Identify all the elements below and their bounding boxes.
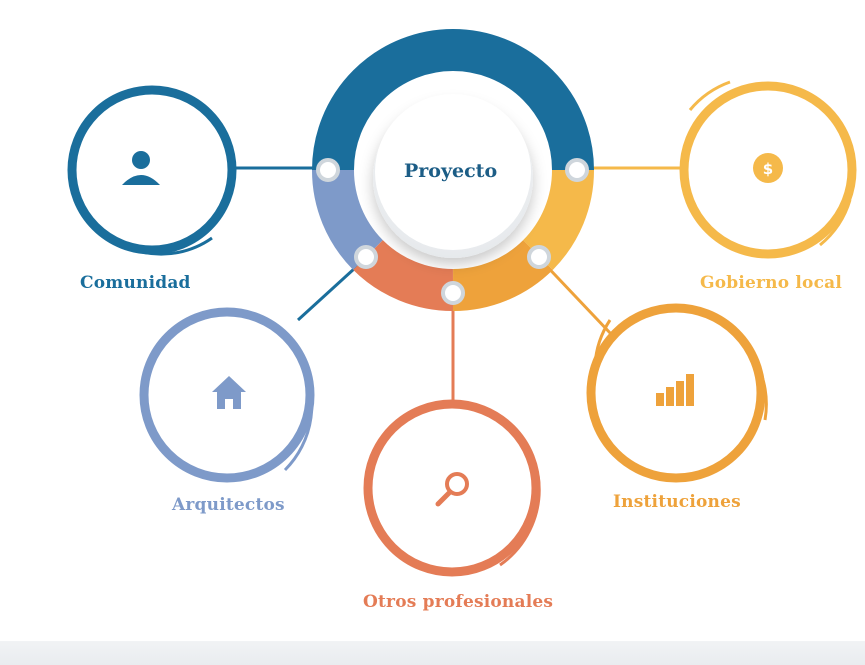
user-icon <box>122 151 160 185</box>
search-icon <box>435 472 469 507</box>
node-otros-arc <box>499 474 541 567</box>
ring-segment-bottom-right <box>452 239 553 312</box>
node-arquitectos <box>139 307 315 483</box>
node-otros-ring <box>363 399 541 577</box>
dot-arquitectos <box>354 245 378 269</box>
label-arquitectos: Arquitectos <box>172 495 285 515</box>
dot-comunidad <box>316 158 340 182</box>
ring-segment-top <box>312 29 594 171</box>
center-label: Proyecto <box>404 160 498 182</box>
ring-segment-left <box>311 169 384 270</box>
node-gobierno: $ <box>679 80 857 259</box>
node-comunidad-ring <box>67 85 237 255</box>
label-otros-profesionales: Otros profesionales <box>363 592 554 612</box>
node-instituciones <box>586 303 768 483</box>
node-comunidad <box>67 85 237 256</box>
node-arquitectos-arc <box>283 359 314 472</box>
ring-dots <box>316 158 589 305</box>
connector-arquitectos <box>296 256 368 322</box>
node-gobierno-arc-2 <box>819 199 852 247</box>
label-instituciones: Instituciones <box>613 492 741 512</box>
node-instituciones-arc <box>593 319 612 366</box>
node-gobierno-arc <box>688 80 731 111</box>
center-hub-face <box>375 94 531 250</box>
label-gobierno-local: Gobierno local <box>700 273 843 293</box>
bottom-band <box>0 641 865 665</box>
node-instituciones-arc-2 <box>753 359 768 421</box>
dollar-icon-glyph: $ <box>763 160 773 178</box>
ring-segment-bottom <box>353 239 454 312</box>
node-comunidad-arc <box>78 199 213 256</box>
node-otros <box>363 399 541 577</box>
dot-gobierno <box>565 158 589 182</box>
bar-chart-icon <box>656 374 694 406</box>
label-comunidad: Comunidad <box>80 273 191 293</box>
home-icon <box>212 376 246 409</box>
dot-instituciones <box>527 245 551 269</box>
dollar-icon <box>753 153 783 183</box>
dot-otros <box>441 281 465 305</box>
ring-segment-right <box>522 169 595 270</box>
